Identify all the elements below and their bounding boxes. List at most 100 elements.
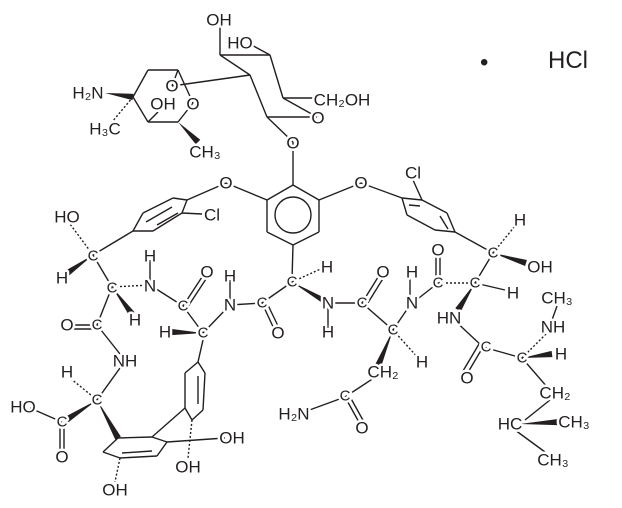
atom-label: C [388,322,399,339]
dashed-bond [114,457,121,483]
atom-label: C [488,245,499,262]
bond [466,346,484,375]
bond [265,300,280,329]
bond [361,273,381,304]
dashed-bond [521,333,547,359]
atom-label: NH [113,352,138,371]
atom-label: CH₂ [367,363,398,382]
atom-label: HC [498,415,523,434]
dashed-bond [492,225,516,254]
atom-label: O [376,263,389,282]
bond [197,361,206,374]
atom-label: CH₃ [537,451,568,470]
atom-label: OH [102,481,128,500]
bond [261,302,276,332]
bond [147,111,159,123]
bond [266,116,294,143]
bond [117,436,153,439]
atom-label: HO [10,398,36,417]
atom-label: HO [227,34,253,53]
bond [344,396,361,425]
atom-label: HN [437,309,462,328]
bond [446,212,456,233]
atom-label: H [322,323,334,342]
bond [303,396,346,413]
bond [219,54,251,76]
atom-label: O [200,263,213,282]
bond [202,304,231,334]
atom-label: OH [219,429,245,448]
bond [344,371,384,398]
wedge-bond [105,93,134,101]
atom-label: C [92,392,103,409]
atom-label: C [107,280,118,297]
atom-label: H [321,258,333,277]
bond [266,184,294,201]
dashed-bond [69,223,94,256]
atom-label: C [57,414,68,431]
atom-label: H [61,363,73,382]
atom-label: C [517,350,528,367]
atom-label: H₂N [278,405,309,424]
bond [551,305,558,321]
atom-label: C [88,248,99,265]
bond [392,304,411,331]
atom-label: HO [54,208,80,227]
bond [171,74,251,87]
bond [119,455,158,459]
atom-label: O [271,324,284,343]
atom-label: O [60,316,73,335]
bond [149,284,184,307]
dashed-bond [187,419,193,459]
atom-label: O [355,419,368,438]
bond [361,302,394,331]
atom-label: N [322,294,334,313]
atom-label: O [311,109,324,128]
bond [514,429,546,453]
wedge-bond [178,122,201,145]
atom-label: O [354,174,367,193]
atom-label: C [198,325,209,342]
atom-label: C [287,274,298,291]
wedge-bond [375,330,393,368]
atom-label: C [470,275,481,292]
bond [177,102,194,123]
atom-label: H [507,284,519,303]
atom-label: H₂N [72,84,103,103]
salt-dot: • [480,49,488,76]
atom-label: N [406,294,418,313]
atom-label: OH [150,95,176,114]
bond [292,231,320,246]
wedge-bond [493,253,527,267]
bond [406,214,436,231]
bond [524,399,551,421]
bond [92,230,134,256]
bond [318,182,362,201]
atom-label: Cl [405,164,421,183]
dashed-bond [392,329,421,361]
bond [249,74,268,118]
bond [474,252,494,284]
bond [412,179,423,201]
bond [421,199,448,214]
atom-label: O [55,448,68,467]
atom-label: H [56,269,68,288]
atom-label: O [219,174,232,193]
atom-label: Cl [204,206,220,225]
bond [451,317,484,348]
bond [29,407,63,423]
atom-label: H [406,263,418,282]
atom-label: OH [527,258,553,277]
bond [172,197,188,201]
atom-label: C [178,298,189,315]
bond [184,407,193,421]
atom-label: H [514,211,526,230]
bond [401,197,408,216]
bond [482,346,523,359]
bond [156,212,179,226]
bond [360,182,403,199]
wedge-bond [292,282,330,306]
atom-label: H [129,311,141,330]
bond [409,282,439,306]
